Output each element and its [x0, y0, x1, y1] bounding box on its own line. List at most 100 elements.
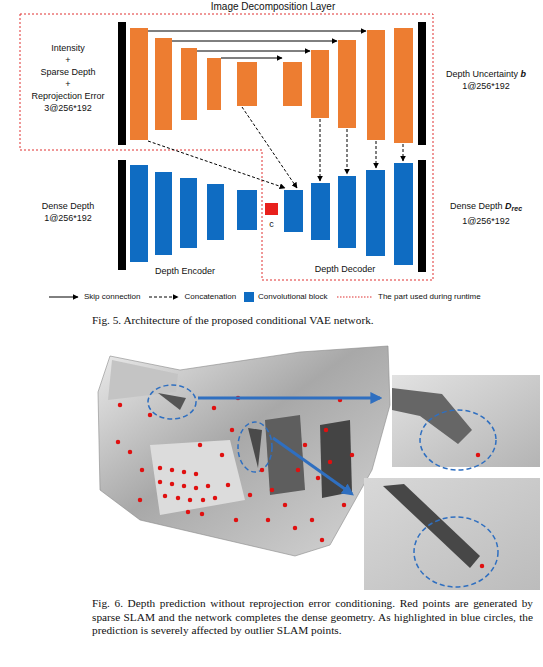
latent-code-block: c	[265, 203, 278, 215]
conv-block	[155, 172, 172, 255]
io-bar: Dense DepthDrec1@256*192	[418, 160, 426, 272]
highlight-circle	[148, 385, 196, 419]
concatenations	[148, 107, 403, 188]
node-label: Reprojection Error	[31, 91, 104, 101]
text-line: 1@256*192	[450, 215, 522, 227]
legend-text: Convolutional block	[258, 292, 327, 302]
node-label: 1@256*192	[462, 216, 510, 226]
text-line: +	[31, 54, 104, 66]
depth-render	[98, 346, 390, 556]
conv-block	[311, 50, 329, 118]
slam-points	[118, 398, 482, 566]
conv-block	[130, 165, 148, 262]
conv-block	[181, 48, 197, 120]
legend-text: Skip connection	[84, 292, 140, 302]
concat-arrow	[376, 141, 377, 168]
region-title: Image Decomposition Layer	[211, 1, 336, 13]
conv-block	[283, 62, 302, 106]
text-line: c	[269, 218, 274, 230]
concat-arrow	[148, 141, 285, 188]
io-bar: Depth Uncertaintyb1@256*192	[418, 22, 426, 145]
skip-arrow	[221, 58, 282, 59]
concat-arrow	[403, 144, 404, 161]
conv-block	[207, 58, 221, 110]
conv-block	[366, 170, 385, 256]
node-label: +	[65, 55, 70, 65]
text-line: Dense Depth	[42, 200, 95, 212]
node-label: D	[505, 201, 512, 211]
depth-artifact	[383, 484, 480, 568]
conv-block	[311, 183, 330, 240]
conv-block	[207, 184, 224, 240]
text-line: Depth Uncertaintyb	[446, 68, 526, 80]
room-surface	[98, 346, 390, 556]
node-label: +	[65, 79, 70, 89]
node-text: Dense Depth1@256*192	[42, 200, 95, 224]
node-label: 3@256*192	[44, 103, 92, 113]
node-label: Dense Depth	[450, 201, 503, 211]
conv-block	[130, 28, 148, 140]
conv-block	[338, 176, 356, 248]
zoom-arrow	[198, 397, 380, 400]
skip-arrow	[148, 31, 366, 32]
legend-item: The part used during runtime	[336, 292, 481, 302]
text-line: Dense DepthDrec	[450, 200, 522, 215]
node-text: c	[269, 218, 274, 230]
conv-block	[367, 30, 385, 140]
zoom-arrows	[198, 398, 380, 494]
legend-line	[49, 297, 78, 298]
legend-line	[149, 297, 178, 298]
legend-item: Convolutional block	[244, 292, 327, 302]
node-text: Dense DepthDrec1@256*192	[450, 200, 522, 227]
conv-block	[155, 38, 172, 130]
highlight-circle	[420, 410, 496, 470]
text-line: 1@256*192	[42, 212, 95, 224]
part-name: Depth Encoder	[155, 266, 215, 277]
legend-text: The part used during runtime	[378, 292, 481, 302]
legend-item: Skip connection	[48, 292, 140, 302]
node-label: rec	[512, 205, 523, 212]
decomposition-network	[130, 28, 413, 143]
inset-image	[364, 478, 540, 590]
io-bar: Intensity+Sparse Depth+Reprojection Erro…	[118, 22, 126, 145]
text-line: 1@256*192	[446, 80, 526, 92]
depth-artifact	[392, 388, 472, 444]
legend-text: Concatenation	[184, 292, 236, 302]
node-label: Dense Depth	[42, 201, 95, 211]
skip-arrow	[197, 51, 310, 52]
skip-arrow	[172, 41, 337, 42]
depth-artifact	[248, 428, 262, 468]
conv-block	[394, 28, 413, 143]
figure-caption: Fig. 6. Depth prediction without reproje…	[92, 597, 533, 638]
concat-arrow	[320, 119, 321, 181]
node-label: b	[521, 69, 527, 79]
conv-block	[180, 178, 197, 248]
legend-sample	[48, 293, 80, 301]
runtime-outline	[20, 14, 433, 280]
inset-image	[392, 375, 540, 467]
skip-connections	[148, 31, 366, 58]
room-furniture	[150, 440, 245, 515]
conv-block	[338, 40, 356, 128]
concat-arrow	[347, 129, 348, 174]
node-label: Depth Uncertainty	[446, 69, 518, 79]
zoom-arrow	[273, 438, 352, 494]
node-text: Intensity+Sparse Depth+Reprojection Erro…	[31, 42, 104, 114]
node-label: c	[269, 219, 274, 229]
conv-block	[394, 163, 413, 265]
legend-swatch	[244, 292, 254, 302]
text-line: 3@256*192	[31, 102, 104, 114]
io-bar: Dense Depth1@256*192	[118, 160, 126, 270]
zoom-insets	[364, 375, 540, 590]
node-label: Sparse Depth	[40, 67, 95, 77]
conv-block	[237, 190, 257, 230]
node-text: Depth Uncertaintyb1@256*192	[446, 68, 526, 92]
legend-sample	[148, 293, 180, 301]
room-wall	[108, 360, 178, 400]
node-label: 1@256*192	[462, 81, 510, 91]
conv-block	[284, 190, 303, 232]
figure-caption: Fig. 5. Architecture of the proposed con…	[92, 314, 374, 328]
legend-item: Concatenation	[148, 292, 236, 302]
concat-arrow	[242, 107, 297, 188]
